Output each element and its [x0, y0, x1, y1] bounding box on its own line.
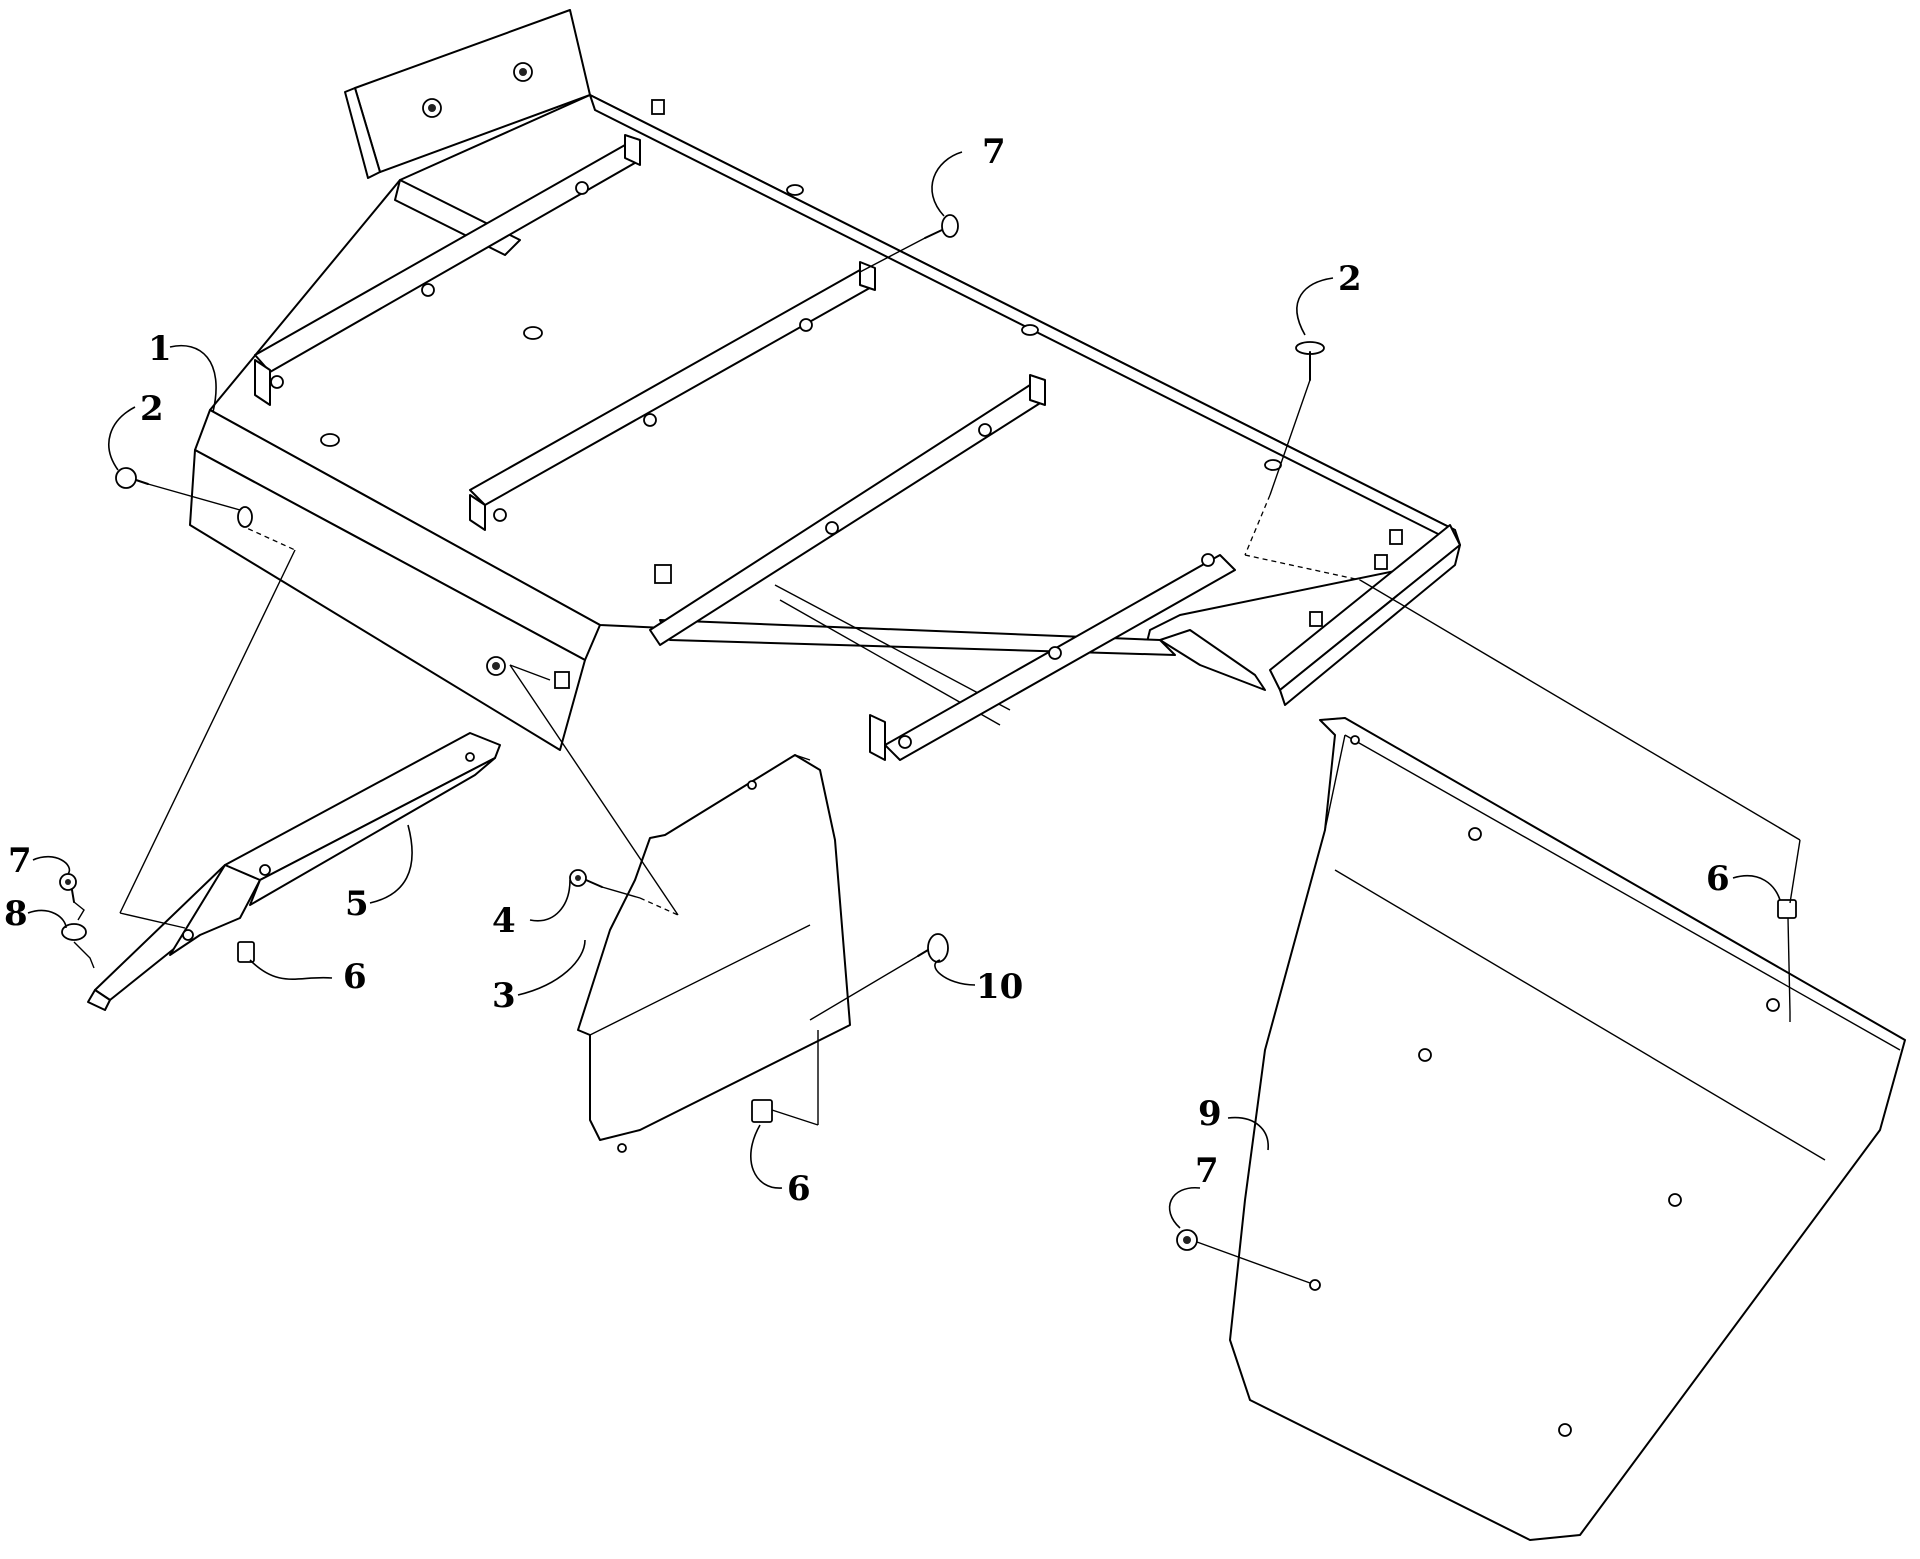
side-panel [577, 754, 851, 1153]
fastener-7-left [59, 873, 77, 903]
callout-3: 3 [492, 976, 516, 1016]
fastener-7-top [924, 214, 959, 239]
assembly-lines [73, 237, 1801, 1284]
side-bracket [87, 732, 501, 1011]
nut-6-left [237, 941, 255, 963]
large-side-panel [1229, 717, 1906, 1541]
callout-8: 8 [4, 894, 28, 934]
washer-8 [61, 923, 87, 941]
callout-7-top: 7 [982, 132, 1006, 172]
nut-6-center [751, 1099, 773, 1123]
fastener-2-left [115, 467, 149, 489]
callout-4: 4 [492, 901, 516, 941]
fastener-4 [569, 869, 603, 888]
callout-5: 5 [345, 884, 369, 924]
callout-10: 10 [976, 967, 1023, 1007]
callout-6-right: 6 [1706, 859, 1730, 899]
main-floor-pan [189, 9, 1461, 761]
fastener-7-right [1176, 1229, 1198, 1251]
callout-7-left: 7 [8, 841, 32, 881]
callout-6-left: 6 [343, 957, 367, 997]
fastener-10 [917, 933, 949, 963]
callout-labels: 1 2 2 3 4 5 6 6 6 7 7 7 8 9 10 [4, 132, 1730, 1209]
callout-2-right: 2 [1338, 259, 1362, 299]
callout-7-right: 7 [1195, 1151, 1219, 1191]
callout-2-left: 2 [140, 389, 164, 429]
fastener-2-right [1295, 341, 1325, 381]
leader-lines [27, 151, 1781, 1229]
nut-6-right [1777, 899, 1797, 919]
callout-6-center: 6 [787, 1169, 811, 1209]
callout-9: 9 [1198, 1094, 1222, 1134]
callout-1: 1 [148, 329, 172, 369]
